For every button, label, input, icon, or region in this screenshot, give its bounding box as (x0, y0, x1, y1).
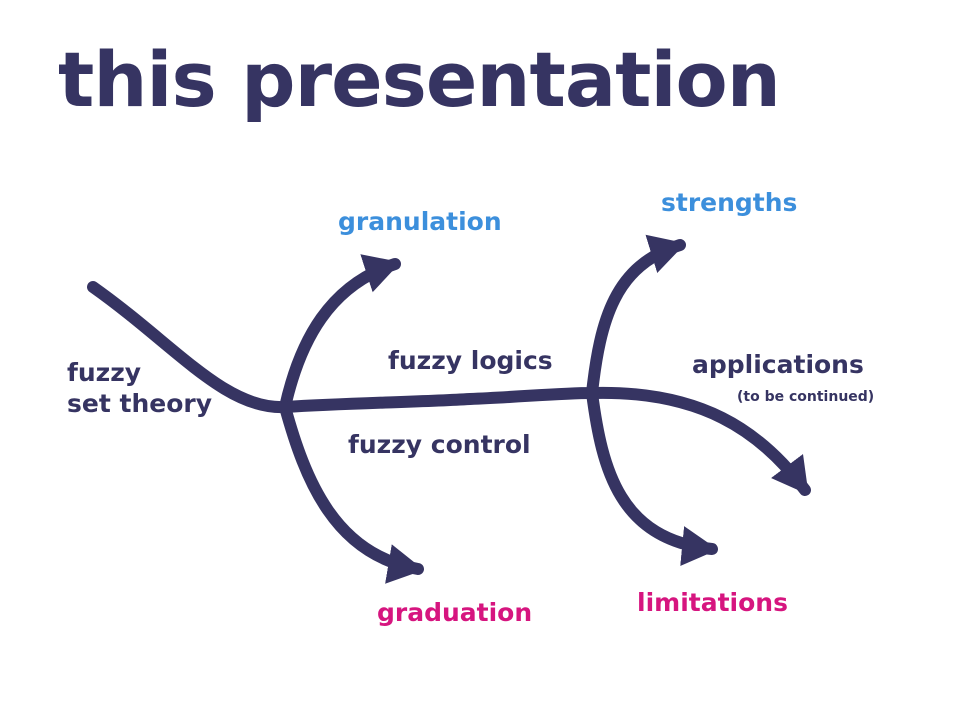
strengths-label: strengths (661, 188, 798, 217)
graduation-branch-arrow (279, 401, 424, 584)
granulation-branch-arrow (279, 254, 401, 413)
fuzzy-set-theory-line2: set theory (67, 389, 212, 419)
strengths-branch-arrow (586, 234, 686, 399)
granulation-label: granulation (338, 207, 502, 236)
graduation-label: graduation (377, 598, 533, 627)
main-spine-arrow (87, 281, 811, 496)
fuzzy-control-label: fuzzy control (348, 430, 531, 459)
fuzzy-set-theory-line1: fuzzy (67, 358, 142, 387)
fuzzy-set-theory-label: fuzzy set theory (67, 357, 212, 420)
applications-label: applications (692, 350, 864, 379)
applications-note: (to be continued) (737, 389, 875, 405)
fuzzy-logics-label: fuzzy logics (388, 346, 553, 375)
limitations-label: limitations (637, 588, 788, 617)
slide-title: this presentation (58, 35, 781, 124)
limitations-branch-arrow (586, 387, 718, 566)
